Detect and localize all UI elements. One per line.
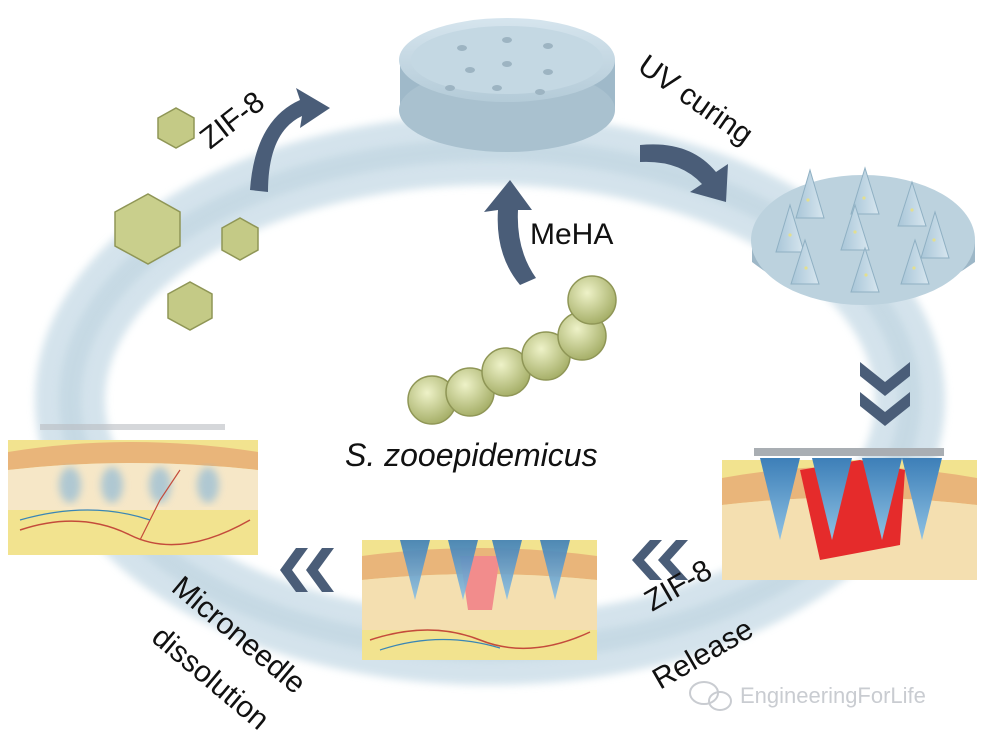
skin-panel-dissolution	[8, 424, 258, 555]
bacteria-chain	[407, 275, 617, 425]
watermark: EngineeringForLife	[689, 681, 926, 711]
chevrons-left-low	[280, 548, 334, 592]
zif8-crystals	[114, 107, 259, 331]
microneedle-patch	[751, 166, 975, 305]
chevrons-down	[860, 362, 910, 426]
skin-panel-release	[362, 540, 597, 660]
watermark-text: EngineeringForLife	[740, 683, 926, 708]
chevrons-left-mid	[632, 540, 688, 580]
label-bacterium: S. zooepidemicus	[345, 437, 598, 473]
wechat-icon	[689, 681, 732, 711]
arrow-meha	[484, 180, 536, 285]
microneedle-mold	[399, 18, 615, 152]
skin-panel-insertion	[722, 448, 977, 580]
arrow-uv-curing	[640, 144, 728, 202]
label-meha: MeHA	[530, 218, 613, 251]
flow-arrows	[250, 88, 910, 592]
arrow-zif8-to-mold	[250, 88, 330, 192]
